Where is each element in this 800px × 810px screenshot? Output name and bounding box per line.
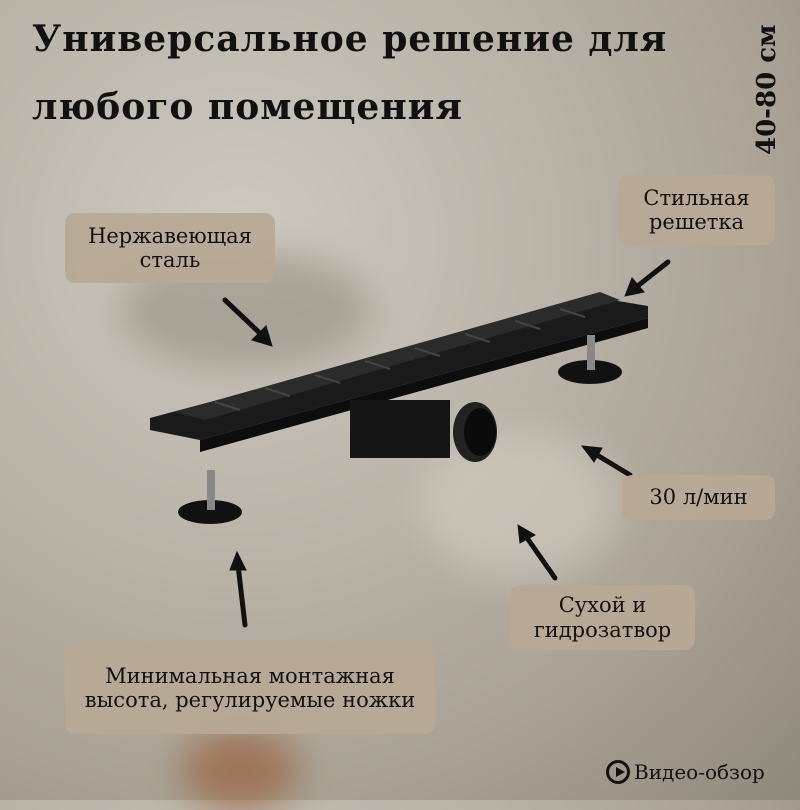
label-stylish-grate: Стильная решетка bbox=[618, 175, 775, 245]
play-circle-icon bbox=[606, 760, 630, 784]
video-review-link[interactable]: Видео-обзор bbox=[606, 760, 765, 784]
label-adjustable-feet: Минимальная монтажная высота, регулируем… bbox=[65, 642, 435, 734]
label-trap: Сухой и гидрозатвор bbox=[510, 585, 695, 650]
label-stainless-steel: Нержавеющая сталь bbox=[65, 213, 275, 283]
drain-product bbox=[150, 292, 648, 524]
label-flow-rate: 30 л/мин bbox=[622, 475, 775, 520]
video-review-label: Видео-обзор bbox=[634, 760, 765, 784]
arrows bbox=[222, 259, 671, 628]
wall-texture bbox=[420, 430, 620, 580]
headline-line2: любого помещения bbox=[32, 86, 463, 128]
headline-line1: Универсальное решение для bbox=[32, 18, 668, 60]
brick-patch bbox=[180, 730, 300, 810]
